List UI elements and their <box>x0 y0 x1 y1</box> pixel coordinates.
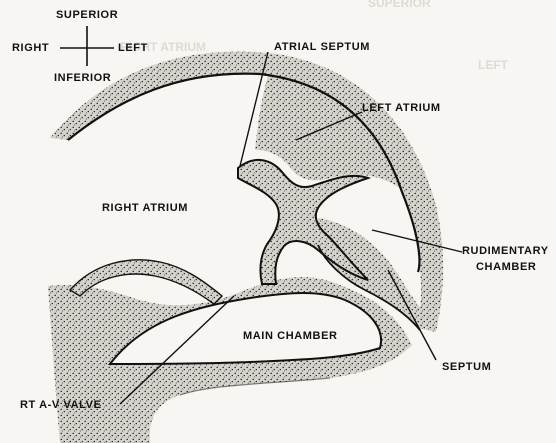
label-rudimentary-chamber-line1: RUDIMENTARY <box>462 246 549 257</box>
orientation-inferior: INFERIOR <box>54 73 111 84</box>
label-left-atrium: LEFT ATRIUM <box>362 103 441 114</box>
label-main-chamber: MAIN CHAMBER <box>243 331 338 342</box>
orientation-superior: SUPERIOR <box>56 10 118 21</box>
atrial-septum-shape <box>238 160 368 284</box>
label-right-atrium: RIGHT ATRIUM <box>102 203 188 214</box>
label-atrial-septum: ATRIAL SEPTUM <box>274 42 370 53</box>
label-rt-av-valve: RT A-V VALVE <box>20 400 102 411</box>
label-septum: SEPTUM <box>442 362 491 373</box>
label-rudimentary-chamber-line2: CHAMBER <box>476 262 536 273</box>
orientation-left: LEFT <box>118 43 148 54</box>
orientation-right: RIGHT <box>12 43 49 54</box>
